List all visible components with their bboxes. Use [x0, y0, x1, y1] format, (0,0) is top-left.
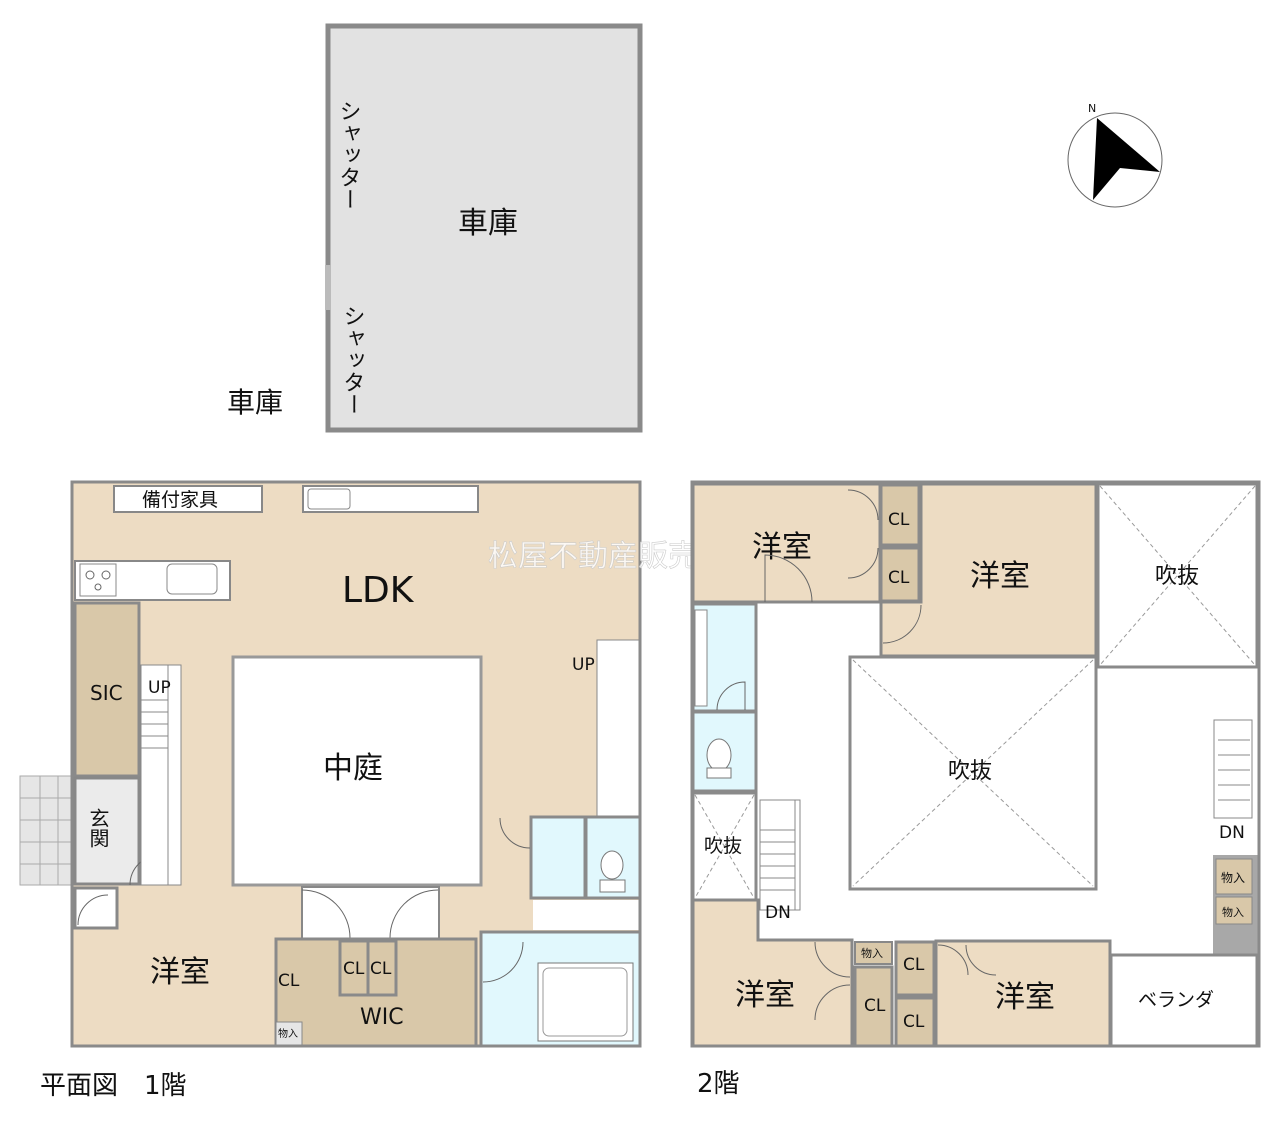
floor2-storage-c: 物入: [1222, 905, 1244, 919]
stairs-right: [596, 639, 640, 819]
floor2-cl-e: CL: [903, 1012, 925, 1032]
stairs-left: [140, 664, 182, 886]
void-small-label: 吹抜: [704, 835, 742, 857]
wic-cl-label-2: CL: [343, 959, 365, 979]
floor2-room-top-mid-label: 洋室: [970, 559, 1030, 594]
floor1-storage-label: 物入: [278, 1027, 298, 1040]
floor2-cl-c: CL: [864, 996, 886, 1016]
floor2-caption: 2階: [697, 1069, 740, 1099]
stairs-right-label: UP: [572, 655, 595, 675]
floor2-cl-a: CL: [888, 510, 910, 530]
entrance-label: 玄関: [86, 808, 110, 848]
floor2-room-bottom-left-label: 洋室: [735, 978, 795, 1013]
floor2-room-top-left-label: 洋室: [752, 530, 812, 565]
wic-label: WIC: [360, 1005, 404, 1030]
void-center-label: 吹抜: [948, 759, 992, 784]
floor1-caption: 平面図 1階: [40, 1071, 187, 1101]
floor1: 備付家具 LDK SIC 玄関 UP 中庭 UP 洋室: [19, 480, 642, 1048]
svg-text:N: N: [1088, 102, 1096, 115]
balcony-label: ベランダ: [1138, 989, 1214, 1011]
floor1-western-room-label: 洋室: [150, 955, 210, 990]
floor2-room-bottom-right-label: 洋室: [995, 980, 1055, 1015]
stairs-floor2-right: [1213, 719, 1253, 819]
compass-icon: N: [1067, 102, 1163, 208]
courtyard-label: 中庭: [323, 751, 383, 786]
floor2: 洋室 CL CL 洋室 吹抜 吹抜 吹抜 DN DN 物入 物入: [690, 480, 1261, 1048]
stairs-left-label: UP: [148, 678, 171, 698]
stairs-floor2-right-label: DN: [1219, 823, 1245, 843]
floor2-cl-b: CL: [888, 568, 910, 588]
stairs-floor2-left: [759, 799, 801, 911]
wic-cl-label-1: CL: [278, 971, 300, 991]
garage-label: 車庫: [458, 206, 518, 241]
garage-shutter-bottom: シャッター: [340, 305, 365, 415]
ldk-label: LDK: [342, 570, 415, 611]
stairs-floor2-left-label: DN: [765, 903, 791, 923]
built-in-furniture-label: 備付家具: [142, 489, 218, 511]
sic-label: SIC: [90, 681, 123, 705]
floor2-cl-d: CL: [903, 955, 925, 975]
courtyard: [231, 655, 483, 887]
watermark: 松屋不動産販売: [488, 539, 698, 574]
wic-cl-label-3: CL: [370, 959, 392, 979]
void-top-right-label: 吹抜: [1155, 564, 1199, 589]
garage: シャッター シャッター 車庫: [325, 23, 643, 433]
floor2-storage-b: 物入: [1221, 871, 1245, 885]
garage-shutter-top: シャッター: [336, 100, 361, 210]
garage-outside-label: 車庫: [227, 386, 283, 419]
floor2-storage-a: 物入: [861, 946, 883, 960]
